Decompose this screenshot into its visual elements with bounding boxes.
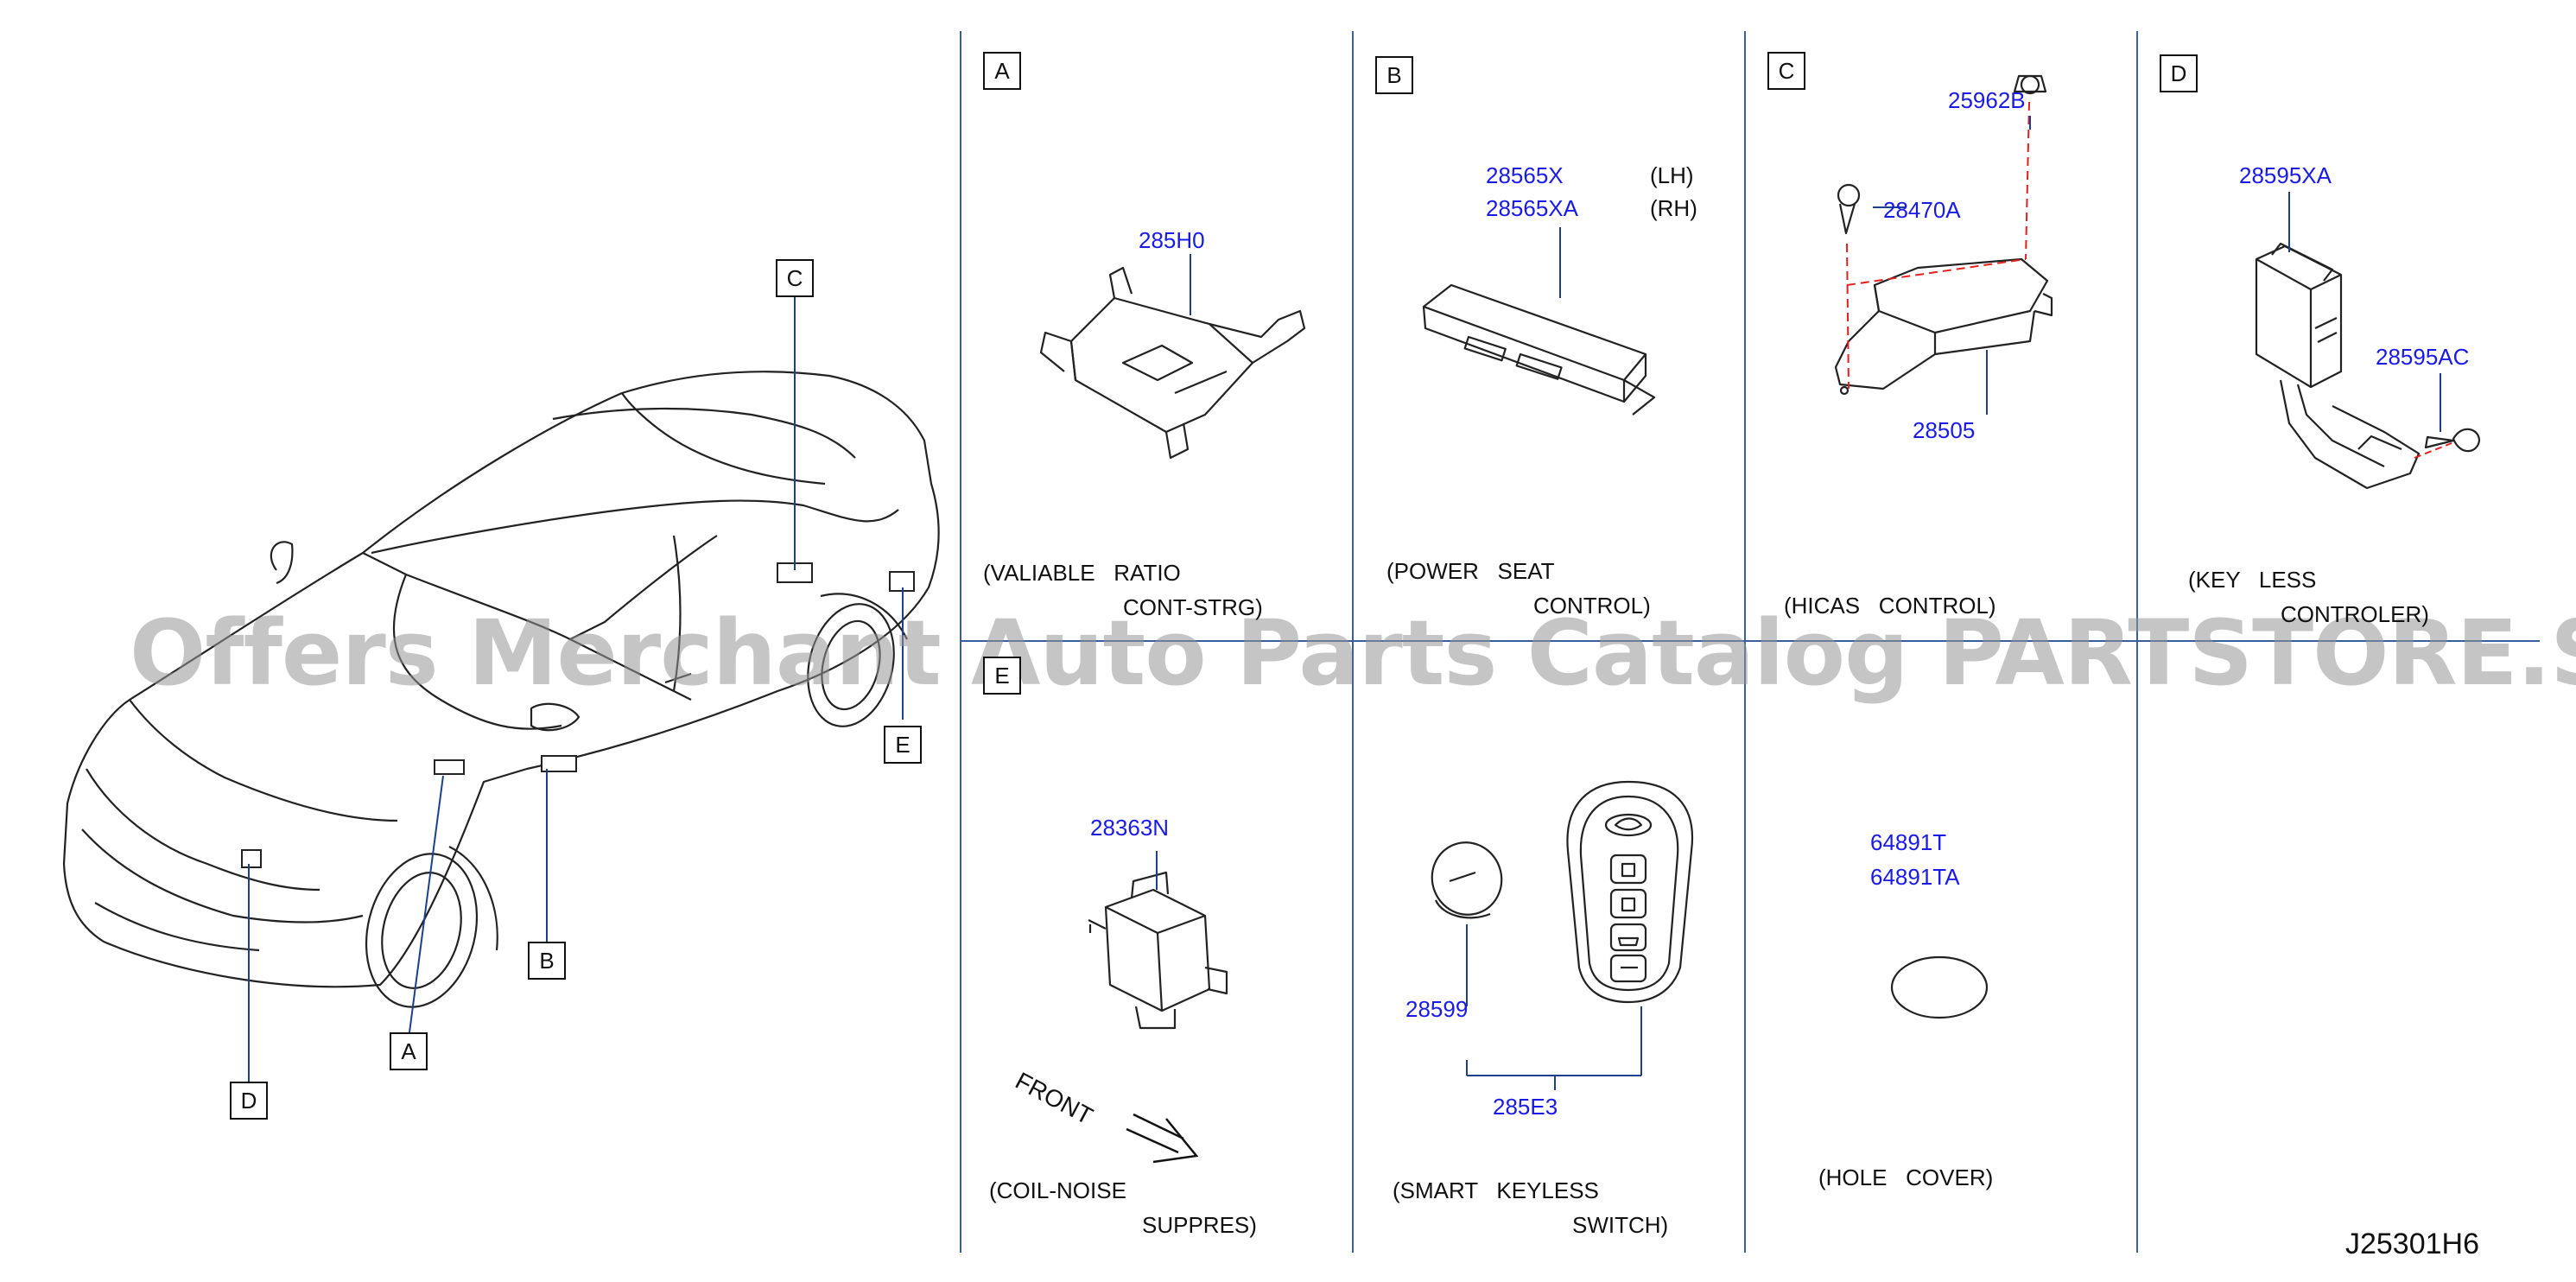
part-number-285E3[interactable]: 285E3 — [1493, 1094, 1558, 1120]
part-number-28565X[interactable]: 28565X — [1486, 162, 1564, 188]
part-number-28599[interactable]: 28599 — [1405, 996, 1469, 1022]
car-callout-b[interactable]: B — [528, 942, 566, 980]
caption-a-line2: CONT-STRG) — [1123, 594, 1263, 620]
panel-tag-b: B — [1375, 56, 1413, 94]
part-number-28595XA[interactable]: 28595XA — [2239, 162, 2332, 188]
part-28565X-drawing — [1422, 283, 1656, 416]
panel-tag-c: C — [1767, 52, 1805, 90]
hole-cover-drawing — [1890, 955, 1989, 1019]
panel-tag-d: D — [2160, 54, 2198, 92]
part-285H0-drawing — [1039, 266, 1306, 460]
caption-c-line1: (HICAS CONTROL) — [1784, 593, 1996, 619]
caption-e-line1: (COIL-NOISE — [989, 1177, 1126, 1203]
side-lh: (LH) — [1650, 162, 1694, 188]
car-callout-d[interactable]: D — [230, 1082, 268, 1120]
part-28363N-drawing — [1088, 871, 1228, 1030]
diagram-code: J25301H6 — [2344, 1228, 2479, 1260]
part-number-25962B[interactable]: 25962B — [1948, 87, 2026, 113]
caption-a-line1: (VALIABLE RATIO — [983, 560, 1181, 586]
panel-tag-a: A — [983, 52, 1021, 90]
part-number-28470A[interactable]: 28470A — [1883, 197, 1961, 223]
caption-b-line2: CONTROL) — [1533, 593, 1651, 619]
part-number-64891T[interactable]: 64891T — [1870, 829, 1947, 855]
part-number-285H0[interactable]: 285H0 — [1139, 227, 1205, 253]
caption-b-line1: (POWER SEAT — [1386, 558, 1555, 584]
car-illustration — [62, 371, 940, 1008]
caption-d-line2: CONTROLER) — [2281, 601, 2429, 627]
caption-f-line1: (SMART KEYLESS — [1393, 1177, 1599, 1203]
front-arrow — [1126, 1113, 1199, 1164]
part-number-28565XA[interactable]: 28565XA — [1486, 195, 1578, 221]
leader-285E3 — [1466, 924, 1642, 1090]
caption-d-line1: (KEY LESS — [2188, 567, 2317, 593]
part-number-64891TA[interactable]: 64891TA — [1870, 864, 1960, 890]
car-callout-e[interactable]: E — [884, 726, 922, 764]
part-number-28595AC[interactable]: 28595AC — [2376, 344, 2470, 370]
caption-e-line2: SUPPRES) — [1142, 1212, 1257, 1238]
hicas-dashed-lines — [1846, 101, 2030, 390]
car-callout-c[interactable]: C — [776, 259, 814, 297]
panel-tag-e: E — [983, 657, 1021, 695]
part-number-28363N[interactable]: 28363N — [1090, 815, 1170, 841]
car-leaders — [248, 297, 904, 1082]
caption-g-line1: (HOLE COVER) — [1818, 1165, 1994, 1190]
car-modules — [241, 562, 915, 868]
part-28595XA-drawing — [2255, 242, 2481, 490]
caption-f-line2: SWITCH) — [1572, 1212, 1669, 1238]
part-number-28505[interactable]: 28505 — [1913, 417, 1976, 443]
car-callout-a[interactable]: A — [390, 1032, 428, 1070]
grid-lines — [960, 31, 2540, 1253]
part-28505-drawing — [1834, 74, 2053, 396]
part-285E3-drawing — [1566, 780, 1694, 1004]
part-28599-drawing — [1431, 841, 1503, 919]
side-rh: (RH) — [1650, 195, 1697, 221]
keyless-dashed-line — [2414, 442, 2452, 459]
